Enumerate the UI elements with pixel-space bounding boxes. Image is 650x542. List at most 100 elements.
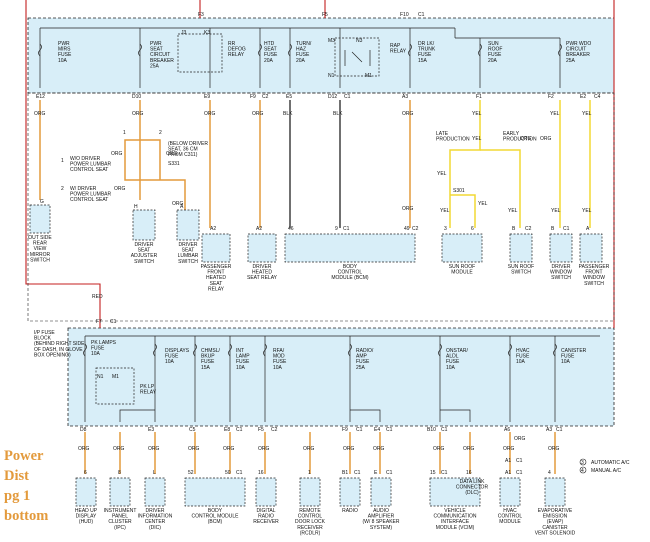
connector-label: E8 <box>224 427 230 433</box>
connector-label: A3 <box>402 94 408 100</box>
fuse-label: 20A <box>264 58 274 64</box>
component-label: SEAT <box>138 248 151 254</box>
connector-label: C1 <box>418 12 425 18</box>
wire-color-label: ORG <box>34 111 46 117</box>
fuse-label: FUSE <box>273 359 287 365</box>
component-label: RECEIVER <box>253 519 279 525</box>
wire-color-label: YEL <box>472 111 482 117</box>
fuse-label: MIRS <box>58 47 71 53</box>
component-label: BODY <box>208 508 223 514</box>
wire-color-label: ORG <box>252 111 264 117</box>
production-note: LATE <box>436 131 449 137</box>
fuse-label: RADIO/ <box>356 348 374 354</box>
connector-label: C1 <box>556 427 563 433</box>
production-note: EARLY <box>503 131 520 137</box>
connector-label: D10 <box>132 94 141 100</box>
component-label: WINDOW <box>550 270 572 276</box>
fuse-block-bottom-panel <box>67 327 615 427</box>
wire-color-label: ORG <box>148 446 160 452</box>
wire-color-label: YEL <box>550 111 560 117</box>
component-label: SUN ROOF <box>449 264 475 270</box>
fuse-label: SUN <box>488 41 499 47</box>
pin-label: C1 <box>236 470 243 476</box>
pin-label: E <box>374 470 378 476</box>
connector-label: C1 <box>110 319 117 325</box>
fuse-label: DISPLAYS <box>165 348 190 354</box>
wire-color-label: YEL <box>440 208 450 214</box>
pin-label: C1 <box>354 470 361 476</box>
pin-label: B1 <box>342 470 348 476</box>
connector-label: C1 <box>356 427 363 433</box>
wire-color-label: ORG <box>113 446 125 452</box>
wire-color-label: YEL <box>478 201 488 207</box>
fuse-label: RELAY <box>140 390 157 396</box>
connector-label: E4 <box>374 427 380 433</box>
connector-label: E12 <box>36 94 45 100</box>
option-note: CONTROL SEAT <box>70 197 108 203</box>
component-label: DATA LINK <box>460 479 485 485</box>
wire-color-label: YEL <box>582 208 592 214</box>
component-label: AUDIO <box>373 508 389 514</box>
fuse-label: FUSE <box>446 359 460 365</box>
component-label: SWITCH <box>511 270 531 276</box>
pin-label: 16 <box>258 470 264 476</box>
wire-color-label: YEL <box>437 171 447 177</box>
connector-label: C4 <box>594 94 601 100</box>
component-label: PASSENGER <box>579 264 610 270</box>
component-label: HEATED <box>206 275 226 281</box>
component-label: DRIVER <box>135 242 154 248</box>
wire-color-label: ORG <box>520 136 532 142</box>
fuse-label: 10A <box>58 58 68 64</box>
component-label: VENT SOLENOID <box>535 530 576 536</box>
fuse-label: PWR <box>150 41 162 47</box>
pin-label: A1 <box>505 470 511 476</box>
location-note: FROM C311) <box>168 152 198 158</box>
connector-label: A6 <box>504 427 510 433</box>
fuse-label: 25A <box>356 365 366 371</box>
pin-label: 52 <box>188 470 194 476</box>
wire-color-label: ORG <box>343 446 355 452</box>
fuse-label: 10A <box>236 365 246 371</box>
fuse-label: FUSE <box>561 354 575 360</box>
connector-label: D12 <box>328 94 337 100</box>
pin-label: 6 <box>471 226 474 232</box>
legend-label: AUTOMATIC A/C <box>591 460 630 466</box>
wire-color-label: ORG <box>78 446 90 452</box>
fuse-label: AMP <box>356 354 368 360</box>
middle-component-boxes <box>29 204 603 263</box>
pin-label: A2 <box>256 226 262 232</box>
wire-color-label: YEL <box>472 136 482 142</box>
connector-label: C1 <box>344 94 351 100</box>
component-label: OUT SIDE <box>28 235 52 241</box>
component-label: INSTRUMENT <box>104 508 137 514</box>
wire-color-label: ORG <box>463 446 475 452</box>
wire-color-label: ORG <box>114 186 126 192</box>
legend-label: MANUAL A/C <box>591 468 621 474</box>
component-label: RELAY <box>208 286 225 292</box>
component-label: PANEL <box>112 514 128 520</box>
fuse-label: 15A <box>201 365 211 371</box>
connector-label: F9 <box>250 94 256 100</box>
pin-label: C1 <box>441 470 448 476</box>
wire-color-label: ORG <box>433 446 445 452</box>
component-label: RADIO <box>258 514 274 520</box>
wire-color-label: YEL <box>508 208 518 214</box>
component-label: HEAD UP <box>75 508 98 514</box>
component-label: COMMUNICATION <box>434 514 477 520</box>
component-label: DRIVER <box>179 242 198 248</box>
component-label: DRIVER <box>253 264 272 270</box>
component-label: REMOTE <box>299 508 321 514</box>
connector-label: F1 <box>476 94 482 100</box>
component-label: REAR <box>33 241 47 247</box>
wire-color-label: ORG <box>402 206 414 212</box>
diagram-caption: bottom <box>4 508 48 524</box>
connector-label: E3 <box>148 427 154 433</box>
location-note: (BELOW DRIVER <box>168 141 208 147</box>
fuse-label: CHMSL/ <box>201 348 221 354</box>
fuse-block-note: OF DASH, IN GLOVE <box>34 347 83 353</box>
connector-label: E5 <box>286 94 292 100</box>
fuse-label: PK LAMPS <box>91 340 117 346</box>
fuse-label: FUSE <box>201 359 215 365</box>
legend-number: 4 <box>581 468 584 474</box>
